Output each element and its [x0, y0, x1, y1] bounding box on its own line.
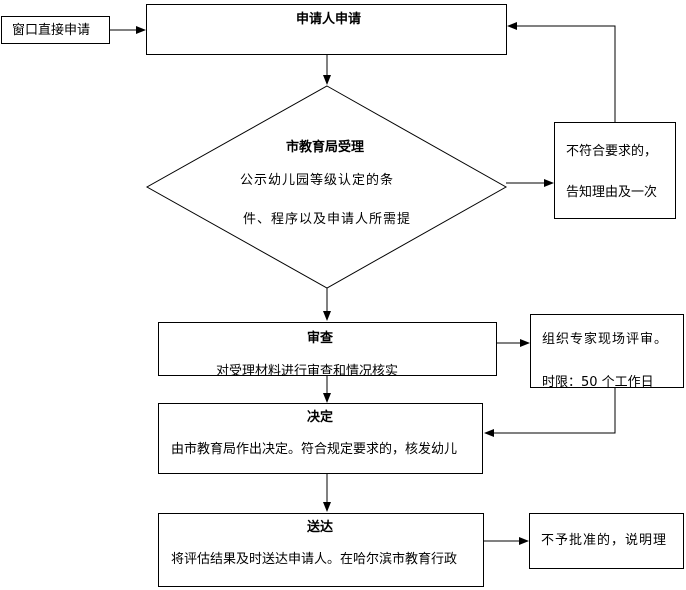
- accept-line-2: 件、程序以及申请人所需提: [243, 212, 412, 227]
- expert-line-2: 时限：50 个工作日: [542, 375, 654, 388]
- expert-review-box: 组织专家现场评审。 时限：50 个工作日: [530, 314, 684, 388]
- applicant-box: 申请人申请: [146, 4, 507, 55]
- review-title: 审查: [307, 331, 334, 346]
- nonconform-line-1: 不符合要求的，: [566, 144, 658, 159]
- window-application-box: 窗口直接申请: [1, 16, 110, 44]
- review-box: 审查 对受理材料进行审查和情况核实: [158, 322, 497, 376]
- expert-line-1: 组织专家现场评审。: [542, 332, 669, 347]
- deliver-box: 送达 将评估结果及时送达申请人。在哈尔滨市教育行政: [158, 513, 484, 587]
- decision-line-1: 由市教育局作出决定。符合规定要求的，核发幼儿: [171, 442, 458, 457]
- review-line-1: 对受理材料进行审查和情况核实: [216, 364, 399, 376]
- accept-line-1: 公示幼儿园等级认定的条: [240, 173, 395, 188]
- decision-title: 决定: [307, 410, 334, 425]
- nonconform-box: 不符合要求的， 告知理由及一次: [554, 122, 676, 219]
- arrow-expert-to-decision: [484, 388, 616, 437]
- reject-box: 不予批准的，说明理: [529, 513, 684, 569]
- arrow-nonconform-to-applicant: [507, 22, 616, 122]
- deliver-line-1: 将评估结果及时送达申请人。在哈尔滨市教育行政: [171, 552, 458, 567]
- reject-line-1: 不予批准的，说明理: [541, 533, 668, 548]
- applicant-title: 申请人申请: [296, 12, 362, 27]
- accept-title: 市教育局受理: [286, 140, 365, 155]
- window-application-label: 窗口直接申请: [12, 23, 91, 38]
- deliver-title: 送达: [307, 520, 334, 535]
- nonconform-line-2: 告知理由及一次: [566, 185, 658, 200]
- decision-box: 决定 由市教育局作出决定。符合规定要求的，核发幼儿: [158, 403, 483, 474]
